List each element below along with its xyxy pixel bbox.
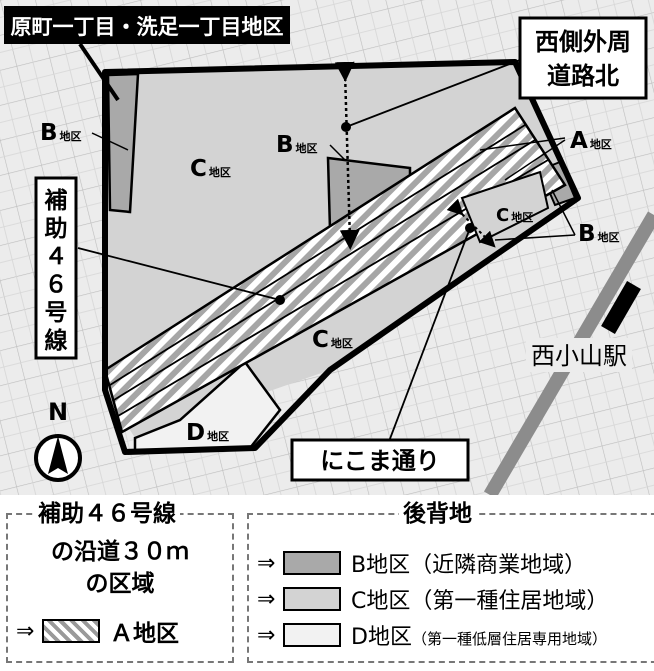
legend-backland: 後背地 ⇒ B地区（近隣商業地域） ⇒ C地区（第一種住居地域） ⇒ D地区（第一種低層住… [247,501,654,663]
road46-char: 補 [44,188,68,214]
map-title: 原町一丁目・洗足一丁目地区 [11,15,284,39]
legend-swatch [283,623,341,647]
road-width-arrow [334,61,360,250]
road46-label: 補助４６号線 [44,188,68,354]
district-boundary [102,59,581,455]
legend-arrow: ⇒ [16,618,35,644]
road-north-line2: 道路北 [547,62,619,90]
road46-char: 線 [45,327,68,354]
legend-left-line2: の沿道３０ｍ [51,539,189,565]
nikoma-label: にこま通り [320,447,440,475]
road46-char: 助 [45,215,68,242]
road46-box [34,176,78,360]
road46-char: ４ [45,244,68,270]
a-leader-2 [504,139,566,181]
road46-char: ６ [45,272,68,298]
station-mark [601,280,641,335]
nikoma-leader [387,227,471,445]
legend-row: ⇒ D地区（第一種低層住居専用地域） [257,621,607,651]
road-north-line1: 西側外周 [535,28,631,56]
north-arrow-icon [48,436,68,474]
legend-row: ⇒ B地区（近隣商業地域） [257,549,587,579]
legend-row: ⇒ C地区（第一種住居地域） [257,585,609,615]
legend-left-line3: の区域 [85,571,155,597]
legend-right-title: 後背地 [399,501,476,527]
zone-a-corridor [103,106,567,434]
nikoma-box [290,438,470,482]
road46-char: 号 [45,300,68,326]
title-box [4,6,290,44]
legend-arrow: ⇒ [257,586,276,612]
legend-row-a: ⇒ Ａ地区 [16,617,179,648]
legend-row-label: D地区（第一種低層住居専用地域） [351,625,607,650]
b-east-leader-2 [494,234,576,241]
title-pointer [78,42,120,102]
legend-swatch [283,551,341,575]
legend-row-label: B地区（近隣商業地域） [351,553,587,578]
legend-row-label: C地区（第一種住居地域） [351,589,609,614]
legend-a-label: Ａ地区 [110,621,179,647]
legend-arrow: ⇒ [257,550,276,576]
b-west-leader [91,132,129,151]
b-center-leader [329,144,346,161]
road-north-leader [345,59,521,128]
legend-swatch-a [42,619,100,643]
small-width-arrow [446,198,496,248]
legend-left-title: 補助４６号線 [34,501,180,527]
legend-arrow: ⇒ [257,622,276,648]
road46-leader [77,247,281,301]
legend-swatch [283,587,341,611]
legend: 補助４６号線 の沿道３０ｍ の区域 ⇒ Ａ地区 後背地 ⇒ B地区（近隣商業地域）… [0,495,654,671]
a-leader-1 [479,137,566,151]
road-north-box [518,16,648,100]
station-label: 西小山駅 [531,342,627,370]
station-label-bg [526,338,632,372]
legend-roadside-area: 補助４６号線 の沿道３０ｍ の区域 ⇒ Ａ地区 [6,501,234,663]
north-label: N [48,398,68,426]
b-east-leader-1 [551,189,576,236]
